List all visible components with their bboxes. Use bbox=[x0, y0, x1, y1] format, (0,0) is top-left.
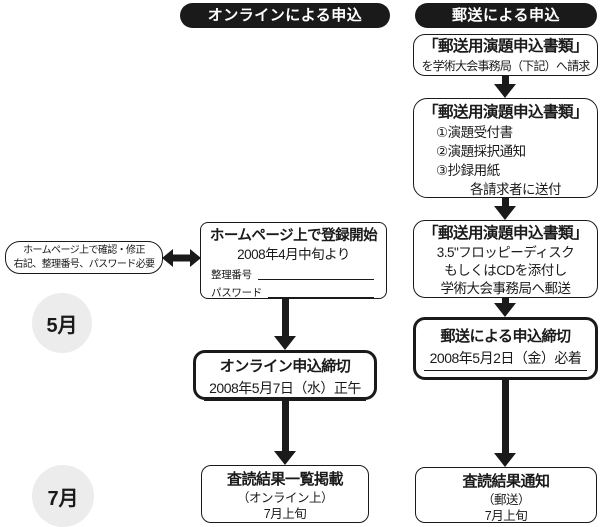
mail-document-item: ①演題受付書 bbox=[436, 125, 513, 140]
online-register-box: ホームページ上で登録開始 2008年4月中旬より 整理番号 パスワード bbox=[200, 222, 387, 299]
online-result-line: （オンライン上） bbox=[236, 491, 334, 505]
online-result-box: 査読結果一覧掲載 （オンライン上） 7月上旬 bbox=[201, 465, 369, 523]
arrow-head bbox=[274, 451, 296, 465]
arrow-shaft bbox=[501, 380, 509, 453]
flow-arrow-down-icon bbox=[494, 380, 516, 467]
mail-document-item: ②演題採択通知 bbox=[436, 144, 526, 159]
arrow-head bbox=[274, 336, 296, 350]
online-register-subtitle: 2008年4月中旬より bbox=[237, 247, 350, 262]
mail-deadline-box: 郵送による申込締切 2008年5月2日（金）必着 bbox=[413, 317, 598, 380]
flow-arrow-down-icon bbox=[274, 299, 296, 350]
arrow-shaft bbox=[501, 297, 509, 303]
mail-column-header: 郵送による申込 bbox=[415, 3, 597, 28]
mail-result-line: 7月上旬 bbox=[484, 509, 528, 523]
mail-request-title: 「郵送用演題申込書類」 bbox=[422, 38, 589, 55]
registration-number-row: 整理番号 bbox=[211, 267, 376, 282]
mail-documents-title: 「郵送用演題申込書類」 bbox=[422, 104, 589, 121]
online-result-title: 査読結果一覧掲載 bbox=[226, 471, 344, 488]
mail-result-line: （郵送） bbox=[481, 493, 531, 507]
mail-column-header-label: 郵送による申込 bbox=[451, 7, 561, 24]
arrow-head bbox=[494, 453, 516, 467]
flow-arrow-down-icon bbox=[274, 400, 296, 465]
registration-number-label: 整理番号 bbox=[211, 269, 252, 281]
timeline-month-may: 5月 bbox=[32, 293, 92, 353]
online-register-title: ホームページ上で登録開始 bbox=[209, 228, 378, 244]
mail-deadline-title: 郵送による申込締切 bbox=[440, 328, 571, 345]
online-column-header-label: オンラインによる申込 bbox=[207, 7, 363, 24]
timeline-month-may-label: 5月 bbox=[46, 314, 78, 337]
password-blank bbox=[268, 287, 374, 298]
arrow-shaft bbox=[281, 299, 289, 336]
mail-send-line: もしくはCDを添付し bbox=[444, 263, 567, 278]
flow-arrow-down-icon bbox=[494, 76, 516, 98]
online-note-line: ホームページ上で確認・修正 bbox=[23, 245, 145, 256]
online-note-line: 右記、整理番号、パスワード必要 bbox=[13, 259, 156, 270]
timeline-month-july: 7月 bbox=[32, 465, 94, 527]
online-deadline-box: オンライン申込締切 2008年5月7日（水）正午 bbox=[193, 350, 377, 401]
arrow-shaft bbox=[281, 400, 289, 451]
mail-send-title: 「郵送用演題申込書類」 bbox=[422, 225, 589, 242]
flow-arrow-down-icon bbox=[494, 297, 516, 317]
online-deadline-title: オンライン申込締切 bbox=[219, 358, 351, 375]
mail-send-line: 3.5"フロッピーディスク bbox=[436, 245, 575, 260]
mail-deadline-date: 2008年5月2日（金）必着 bbox=[424, 348, 587, 371]
timeline-month-july-label: 7月 bbox=[47, 487, 79, 510]
mail-request-line: を学術大会事務局（下記）へ請求 bbox=[421, 59, 590, 73]
arrow-head bbox=[494, 303, 516, 317]
online-deadline-date: 2008年5月7日（水）正午 bbox=[204, 378, 366, 401]
online-note-box: ホームページ上で確認・修正 右記、整理番号、パスワード必要 bbox=[5, 241, 163, 274]
arrow-head bbox=[494, 84, 516, 98]
mail-documents-footer: 各請求者に送付 bbox=[470, 182, 562, 197]
arrow-shaft bbox=[501, 76, 509, 84]
online-result-line: 7月上旬 bbox=[263, 507, 307, 521]
password-label: パスワード bbox=[211, 287, 262, 299]
double-arrow-icon bbox=[162, 249, 201, 272]
mail-documents-box: 「郵送用演題申込書類」 ①演題受付書 ②演題採択通知 ③抄録用紙 各請求者に送付 bbox=[413, 98, 598, 198]
mail-send-box: 「郵送用演題申込書類」 3.5"フロッピーディスク もしくはCDを添付し 学術大… bbox=[413, 220, 598, 298]
arrow-shaft bbox=[501, 198, 509, 206]
registration-number-blank bbox=[257, 269, 374, 280]
mail-request-box: 「郵送用演題申込書類」 を学術大会事務局（下記）へ請求 bbox=[413, 34, 598, 76]
mail-document-item: ③抄録用紙 bbox=[436, 163, 500, 178]
online-column-header: オンラインによる申込 bbox=[180, 3, 390, 28]
password-row: パスワード bbox=[211, 285, 376, 300]
mail-result-title: 査読結果通知 bbox=[462, 473, 550, 490]
mail-result-box: 査読結果通知 （郵送） 7月上旬 bbox=[415, 467, 597, 523]
arrow-head bbox=[494, 206, 516, 220]
mail-send-line: 学術大会事務局へ郵送 bbox=[440, 281, 572, 296]
flow-arrow-down-icon bbox=[494, 198, 516, 220]
